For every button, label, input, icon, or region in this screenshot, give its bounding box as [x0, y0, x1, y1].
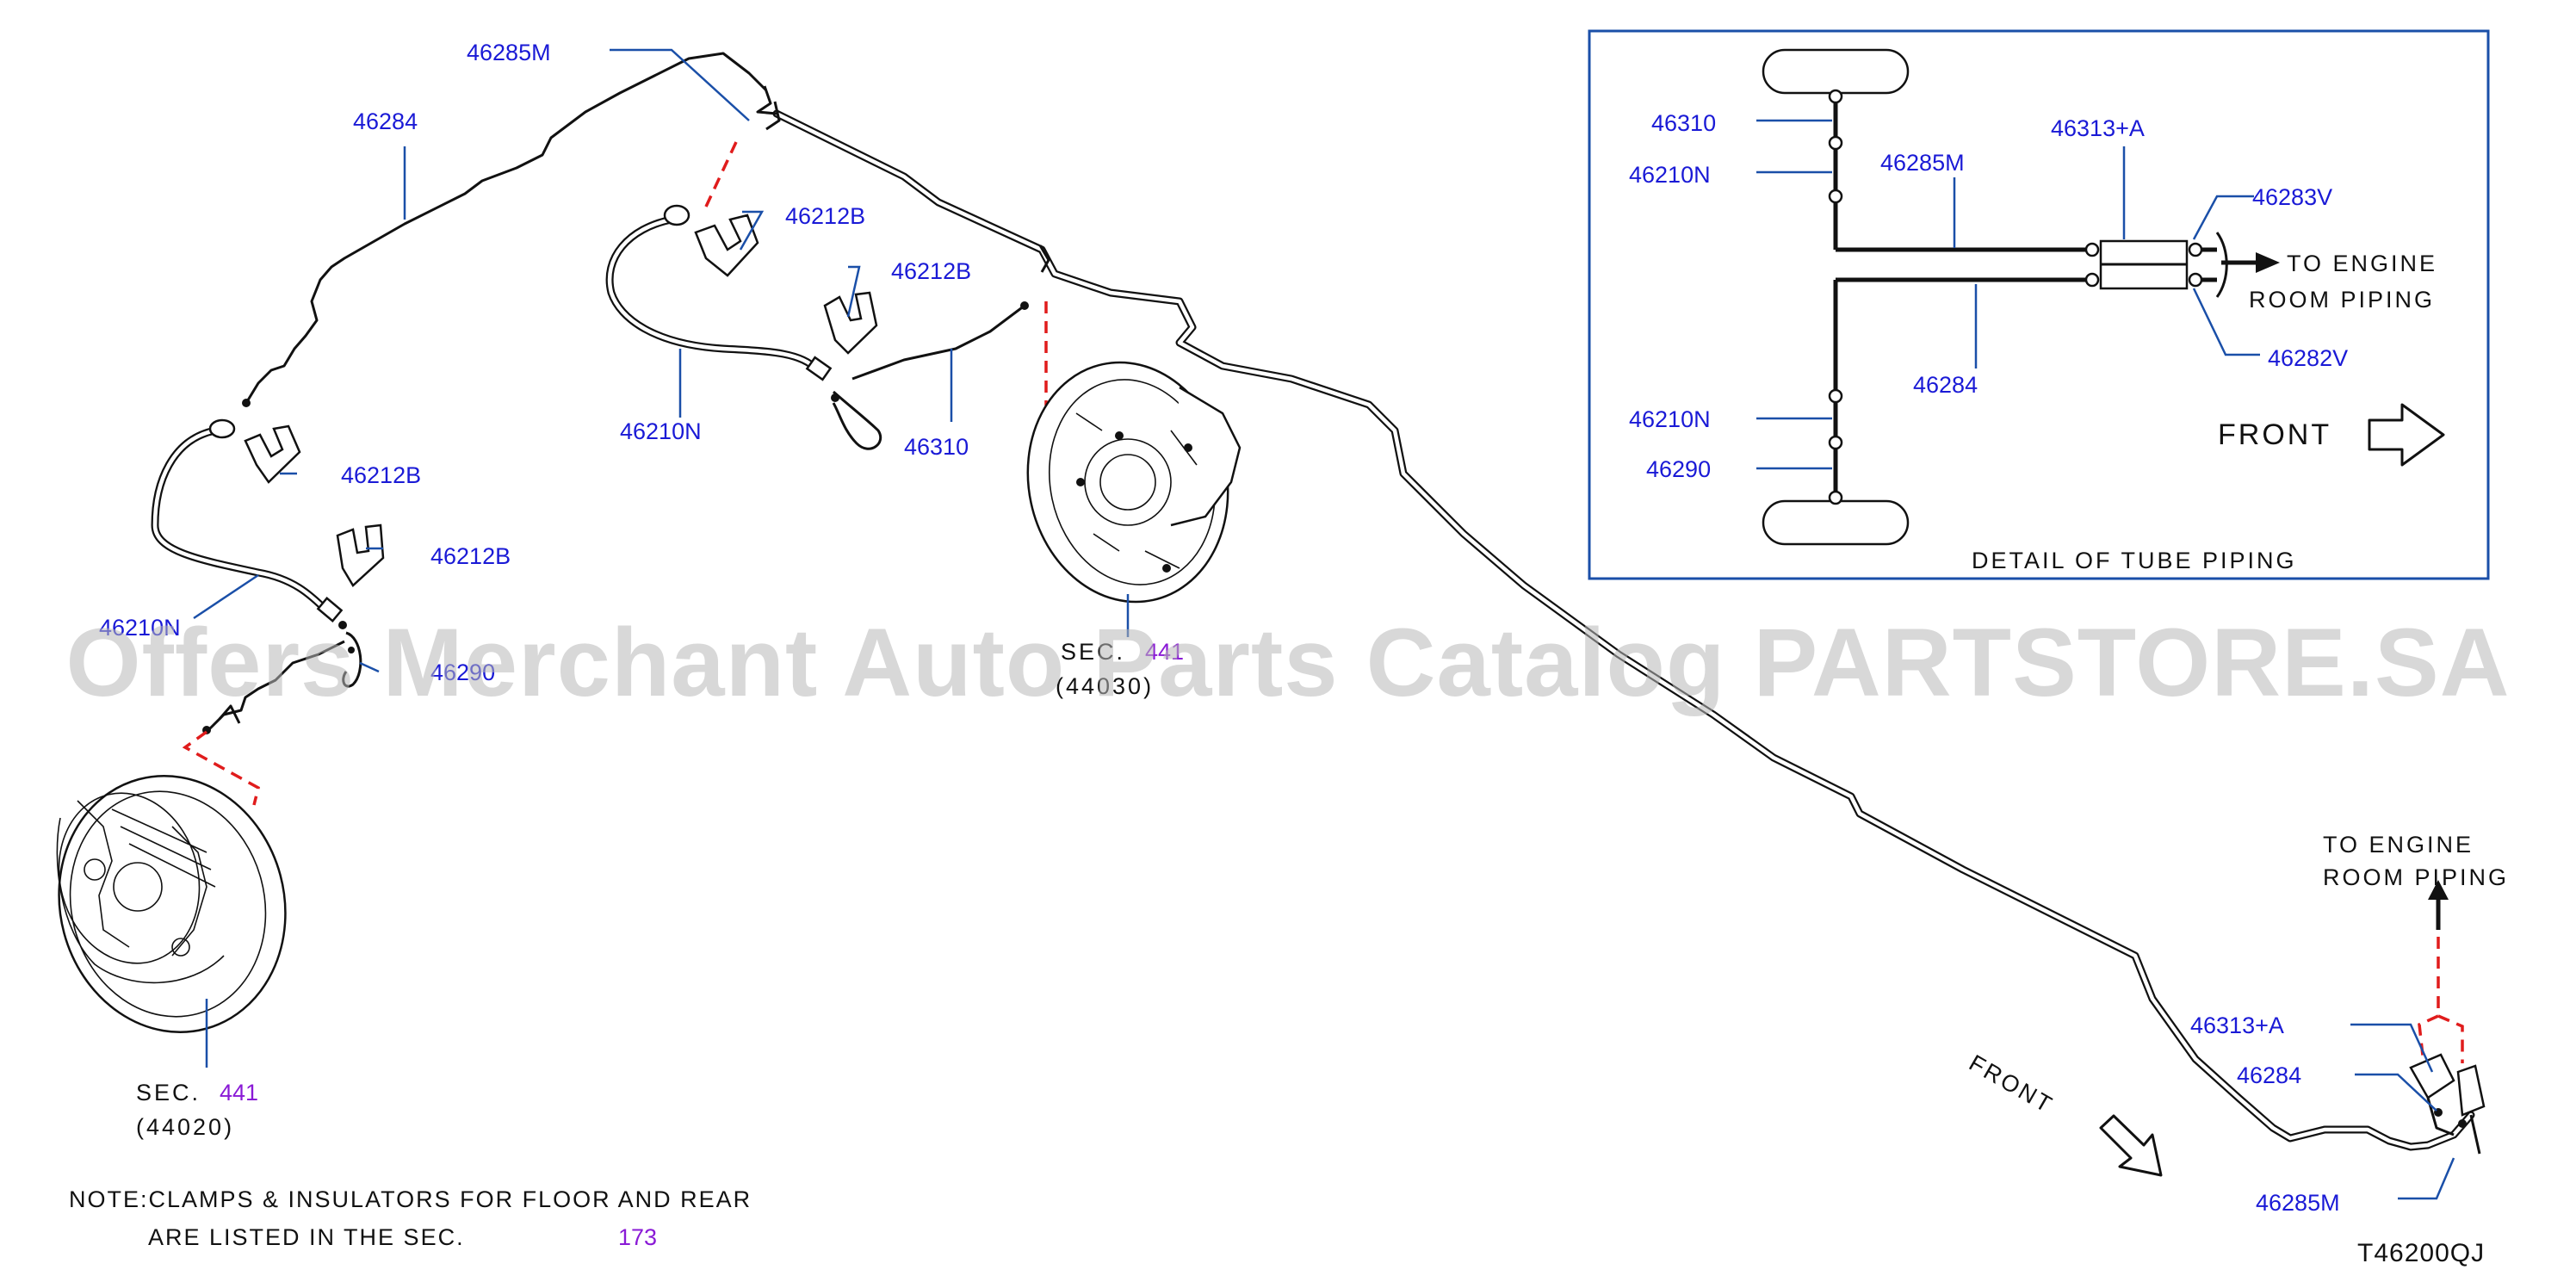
wheel-bottom: [1762, 499, 1910, 546]
note-line-1: NOTE:CLAMPS & INSULATORS FOR FLOOR AND R…: [69, 1186, 752, 1212]
diagram-code: T46200QJ: [2357, 1239, 2485, 1267]
up-arrow-to-engine-icon: [2428, 880, 2449, 930]
detail-label-46313A: 46313+A: [2051, 115, 2145, 141]
watermark: Offers Merchant Auto Parts Catalog PARTS…: [65, 609, 2510, 716]
detail-label-46210N-top: 46210N: [1629, 162, 1711, 188]
to-engine-label-2: ROOM PIPING: [2323, 864, 2509, 890]
junction-block-46313A: [2409, 1053, 2486, 1155]
detail-label-46290: 46290: [1646, 456, 1711, 482]
hose-46210N-left: [151, 418, 362, 688]
clip-46212B-3: [244, 424, 301, 484]
label-46290-left: 46290: [430, 660, 495, 685]
tube-46310-mid: [851, 301, 1029, 381]
detail-front-label: FRONT: [2218, 418, 2331, 451]
wheel-top: [1762, 48, 1910, 95]
front-label: FRONT: [1965, 1050, 2059, 1118]
label-46212B-4: 46212B: [430, 543, 511, 569]
detail-label-46310: 46310: [1651, 110, 1716, 136]
note-line-2-prefix: ARE LISTED IN THE SEC.: [148, 1224, 465, 1250]
label-46284-top: 46284: [353, 108, 418, 134]
detail-to-engine-2: ROOM PIPING: [2249, 287, 2435, 313]
front-arrow-icon: [2099, 1114, 2163, 1177]
sec-left-link[interactable]: 441: [220, 1080, 258, 1105]
detail-label-46285M: 46285M: [1880, 150, 1965, 176]
left-brake-backing-plate: [56, 775, 287, 1033]
label-46284-right: 46284: [2237, 1062, 2301, 1088]
mid-brake-backing-plate: [1026, 361, 1242, 604]
sec-mid-code: (44030): [1056, 673, 1154, 699]
label-46212B-2: 46212B: [891, 258, 971, 284]
tube-46285M-lower: [202, 640, 345, 734]
tube-46284-upper: [242, 52, 777, 407]
label-46212B-1: 46212B: [785, 203, 865, 229]
main-brake-tube: [765, 101, 2475, 1151]
detail-label-46210N-bottom: 46210N: [1629, 406, 1711, 432]
detail-arrow-to-engine-icon: [2239, 252, 2280, 273]
label-46285M-right: 46285M: [2256, 1190, 2340, 1216]
detail-front-arrow-icon: [2368, 403, 2445, 467]
label-46210N-mid: 46210N: [620, 418, 702, 444]
detail-label-46284: 46284: [1913, 372, 1978, 398]
detail-box: [1588, 29, 2490, 580]
note-sec-link[interactable]: 173: [618, 1224, 657, 1250]
detail-title: DETAIL OF TUBE PIPING: [1972, 548, 2297, 573]
label-46310-mid: 46310: [904, 434, 969, 460]
detail-label-46282V: 46282V: [2268, 345, 2348, 371]
sec-mid-prefix: SEC.: [1061, 639, 1125, 665]
clip-46212B-1: [694, 214, 759, 277]
hose-46210N-mid: [605, 204, 882, 450]
sec-left-prefix: SEC.: [136, 1080, 201, 1105]
label-46313A-right: 46313+A: [2190, 1013, 2284, 1038]
clip-46212B-2: [823, 291, 878, 355]
clip-46212B-4: [336, 523, 385, 587]
detail-label-46283V: 46283V: [2252, 184, 2332, 210]
detail-to-engine-1: TO ENGINE: [2287, 251, 2437, 276]
label-46212B-3: 46212B: [341, 462, 421, 488]
label-46210N-left: 46210N: [99, 615, 181, 641]
sec-mid-link[interactable]: 441: [1145, 639, 1184, 665]
leader-lines: [193, 48, 2455, 1200]
sec-left-code: (44020): [136, 1114, 234, 1140]
label-46285M-top: 46285M: [467, 40, 551, 65]
to-engine-label-1: TO ENGINE: [2323, 832, 2474, 858]
